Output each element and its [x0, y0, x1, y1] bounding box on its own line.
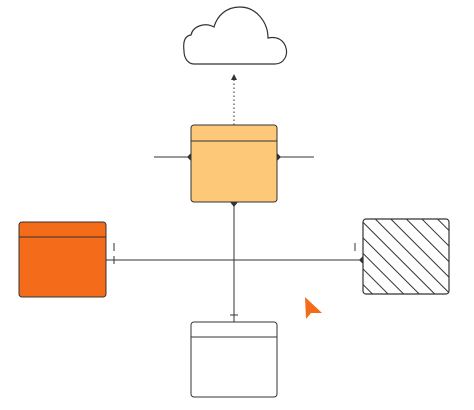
- connector-top-right-end: [277, 153, 281, 161]
- connector-top-bottom: [230, 202, 238, 322]
- connector-left-right-end: [359, 256, 363, 264]
- connector-left-right: [106, 256, 363, 264]
- entity-bottom[interactable]: [190, 321, 278, 398]
- cloud-icon[interactable]: [183, 6, 288, 65]
- cloud-connector: [231, 74, 237, 125]
- connector-top-bottom-end: [230, 202, 238, 207]
- pointer-cursor-icon: [305, 297, 322, 319]
- connector-top-left-end: [187, 153, 191, 161]
- entity-left[interactable]: [18, 221, 107, 298]
- connector-top-right: [277, 156, 356, 251]
- connector-top-left: [113, 156, 191, 251]
- entity-right[interactable]: [362, 218, 450, 295]
- entity-top[interactable]: [190, 124, 278, 203]
